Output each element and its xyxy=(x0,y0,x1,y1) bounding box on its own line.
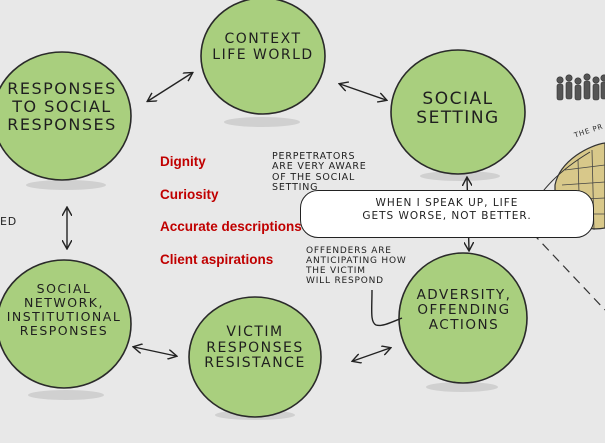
node-label-adversity: ADVERSITY, OFFENDING ACTIONS xyxy=(416,287,512,334)
value-accurate-descriptions: Accurate descriptions xyxy=(160,219,302,234)
note-offenders: OFFENDERS ARE ANTICIPATING HOW THE VICTI… xyxy=(306,246,407,286)
circle-social-setting xyxy=(390,49,526,175)
node-label-social-setting: SOCIAL SETTING xyxy=(416,89,500,129)
note-perpetrators: PERPETRATORS ARE VERY AWARE OF THE SOCIA… xyxy=(272,151,367,194)
speech-bubble: WHEN I SPEAK UP, LIFE GETS WORSE, NOT BE… xyxy=(300,190,594,238)
circle-responses xyxy=(0,51,132,181)
node-label-social-network: SOCIAL NETWORK, INSTITUTIONAL RESPONSES xyxy=(6,281,122,338)
circle-social-network xyxy=(0,259,132,389)
arrow-responses-context xyxy=(148,73,192,101)
circle-victim xyxy=(188,296,322,418)
node-label-responses: RESPONSES TO SOCIAL RESPONSES xyxy=(7,79,117,134)
value-client-aspirations: Client aspirations xyxy=(160,252,274,267)
circle-context xyxy=(200,0,326,115)
note-left-fragment: ED xyxy=(0,215,18,228)
value-dignity: Dignity xyxy=(160,154,206,169)
node-label-context: CONTEXT LIFE WORLD xyxy=(212,31,314,63)
arrow-context-setting xyxy=(340,84,386,100)
pointer-offenders xyxy=(370,289,403,327)
arrow-victim-adversity xyxy=(353,348,390,361)
circle-adversity xyxy=(398,252,528,384)
arrow-network-victim xyxy=(134,347,176,356)
value-curiosity: Curiosity xyxy=(160,187,219,202)
crowd-icon xyxy=(556,73,605,101)
node-label-victim: VICTIM RESPONSES RESISTANCE xyxy=(204,324,306,372)
